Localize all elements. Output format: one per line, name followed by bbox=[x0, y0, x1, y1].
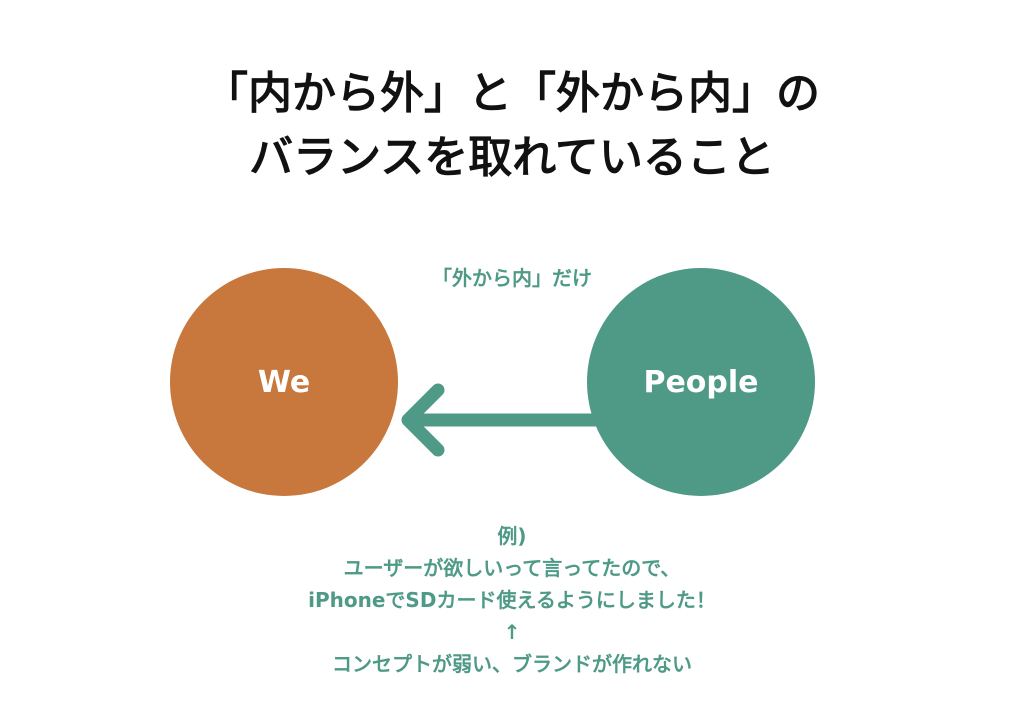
example-line-3: コンセプトが弱い、ブランドが作れない bbox=[332, 652, 692, 676]
example-line-1: ユーザーが欲しいって言ってたので、 bbox=[343, 556, 681, 580]
example-heading: 例) bbox=[497, 524, 527, 548]
slide-title-line-2: バランスを取れていること bbox=[249, 132, 775, 183]
arrow-label: 「外から内」だけ bbox=[432, 266, 592, 290]
example-line-2: iPhoneでSDカード使えるようにしました！ bbox=[308, 588, 716, 612]
up-arrow-icon: ↑ bbox=[503, 620, 521, 644]
arrow-head bbox=[401, 383, 445, 457]
people-node: People bbox=[587, 268, 815, 496]
we-node: We bbox=[170, 268, 398, 496]
slide-title-line-1: 「内から外」と「外から内」の bbox=[204, 68, 820, 119]
example-block: 例) ユーザーが欲しいって言ってたので、 iPhoneでSDカード使えるようにし… bbox=[0, 520, 1024, 680]
people-node-label: People bbox=[643, 364, 759, 400]
we-node-label: We bbox=[257, 364, 311, 400]
